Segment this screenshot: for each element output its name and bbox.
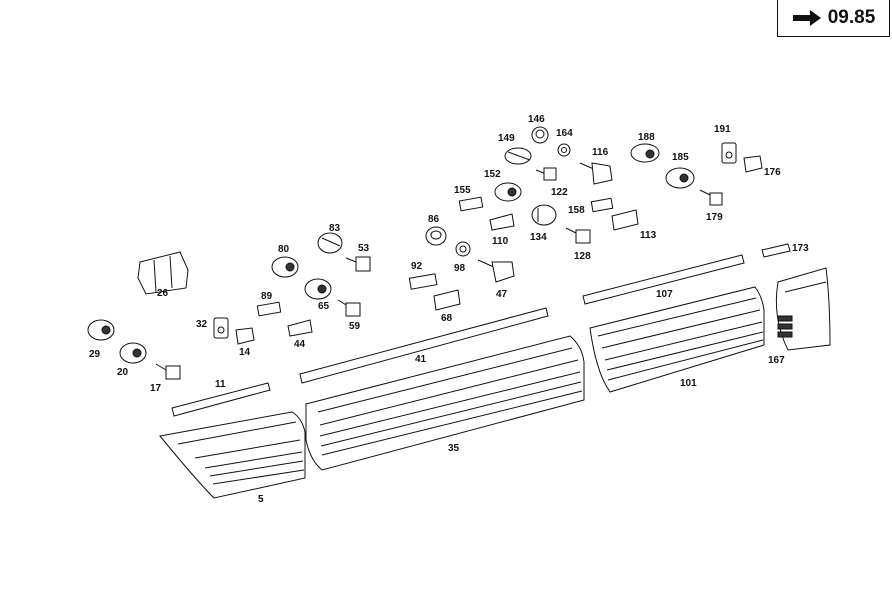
callout-41: 41	[415, 354, 427, 365]
callout-32: 32	[196, 319, 208, 330]
callout-29: 29	[89, 349, 101, 360]
part-110-clip	[489, 213, 515, 231]
part-101-rear-door-molding	[589, 286, 765, 393]
part-179-nut	[699, 189, 723, 206]
part-191-bracket	[721, 142, 737, 164]
part-176-clip	[743, 155, 763, 173]
callout-191: 191	[714, 124, 731, 135]
callout-86: 86	[428, 214, 440, 225]
callout-89: 89	[261, 291, 273, 302]
part-155-clip	[458, 196, 484, 212]
callout-128: 128	[574, 251, 591, 262]
version-badge: 09.85	[777, 0, 890, 37]
callout-113: 113	[640, 230, 657, 241]
callout-173: 173	[792, 243, 809, 254]
part-11-strip	[171, 382, 271, 417]
callout-98: 98	[454, 263, 466, 274]
part-35-front-door-molding	[305, 335, 585, 471]
part-14-clip	[235, 327, 255, 345]
callout-14: 14	[239, 347, 251, 358]
callout-134: 134	[530, 232, 547, 243]
callout-20: 20	[117, 367, 129, 378]
part-146-grommet	[531, 126, 549, 144]
part-26-bracket	[137, 251, 189, 295]
callout-101: 101	[680, 378, 697, 389]
part-32-bracket	[213, 317, 229, 339]
callout-107: 107	[656, 289, 673, 300]
part-185-clip	[665, 167, 695, 189]
callout-5: 5	[258, 494, 264, 505]
part-107-strip	[582, 254, 745, 305]
part-53-nut	[345, 256, 371, 272]
part-98-washer	[455, 241, 471, 257]
part-152-clip	[494, 182, 522, 202]
callout-26: 26	[157, 288, 169, 299]
part-41-strip	[299, 307, 549, 384]
callout-11: 11	[215, 379, 226, 390]
callout-116: 116	[592, 147, 609, 158]
callout-164: 164	[556, 128, 573, 139]
part-65-clip	[304, 278, 332, 300]
callout-47: 47	[496, 289, 508, 300]
callout-65: 65	[318, 301, 330, 312]
callout-59: 59	[349, 321, 361, 332]
callout-80: 80	[278, 244, 290, 255]
part-158-clip	[590, 197, 614, 213]
callout-176: 176	[764, 167, 781, 178]
version-badge-text: 09.85	[827, 7, 876, 28]
part-173-strip	[761, 243, 791, 258]
part-44-clip	[287, 319, 313, 337]
part-149-clip	[504, 147, 532, 165]
callout-92: 92	[411, 261, 423, 272]
callout-labels: 146 164 149 116 188 191 152 122 185 176 …	[89, 114, 809, 505]
part-47-screw	[477, 259, 515, 283]
part-20-clip	[119, 342, 147, 364]
callout-146: 146	[528, 114, 545, 125]
part-134-clip	[531, 204, 557, 226]
part-29-clip	[87, 319, 115, 341]
callout-68: 68	[441, 313, 453, 324]
callout-53: 53	[358, 243, 370, 254]
part-83-clip	[317, 232, 343, 254]
part-5-front-fender-molding	[159, 411, 306, 499]
part-128-nut	[565, 227, 591, 244]
callout-185: 185	[672, 152, 689, 163]
part-113-clip	[611, 209, 639, 231]
callout-149: 149	[498, 133, 515, 144]
arrow-right-icon	[792, 10, 821, 26]
part-59-nut	[337, 299, 361, 317]
callout-35: 35	[448, 443, 460, 454]
part-80-clip	[271, 256, 299, 278]
part-188-clip	[630, 143, 660, 163]
callout-179: 179	[706, 212, 723, 223]
part-116-screw	[579, 162, 613, 185]
part-92-clip	[408, 273, 438, 290]
callout-83: 83	[329, 223, 341, 234]
callout-17: 17	[150, 383, 162, 394]
callout-152: 152	[484, 169, 501, 180]
callout-44: 44	[294, 339, 306, 350]
callout-158: 158	[568, 205, 585, 216]
callout-122: 122	[551, 187, 568, 198]
part-164-washer	[557, 143, 571, 157]
callout-167: 167	[768, 355, 785, 366]
callout-155: 155	[454, 185, 471, 196]
part-122-nut	[535, 167, 557, 181]
callout-188: 188	[638, 132, 655, 143]
part-68-clip	[433, 289, 461, 311]
callout-110: 110	[492, 236, 509, 247]
part-17-nut	[155, 363, 181, 380]
part-89-clip	[256, 301, 282, 317]
part-167-rear-quarter-trim	[775, 267, 831, 351]
part-86-grommet	[425, 226, 447, 246]
